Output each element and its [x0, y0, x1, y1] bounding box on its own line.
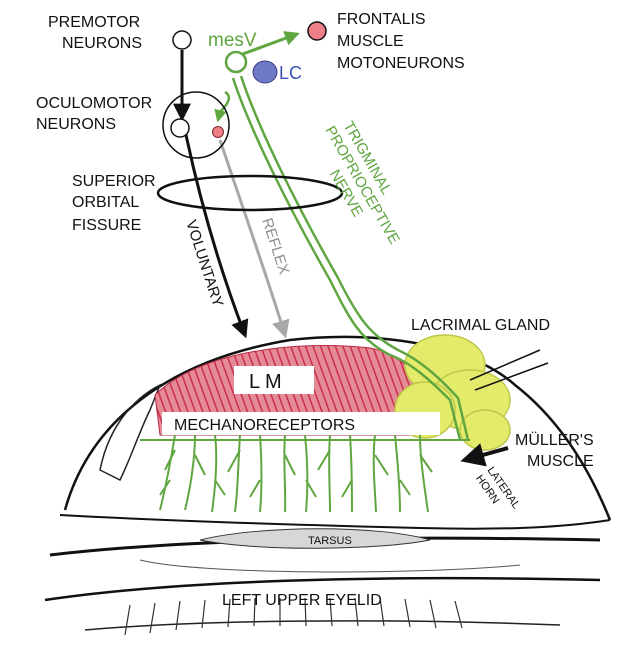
eyelid-label: LEFT UPPER EYELID [222, 592, 382, 609]
sof-label-2: ORBITAL [72, 194, 139, 211]
lc-node [253, 61, 277, 83]
mechanoreceptor-branches [140, 435, 470, 512]
lacrimal-label: LACRIMAL GLAND [411, 317, 550, 334]
premotor-label-1: PREMOTOR [48, 14, 140, 31]
frontalis-label-1: FRONTALIS [337, 11, 426, 28]
lm-label: L M [249, 371, 282, 393]
muller-label-2: MUSCLE [527, 453, 594, 470]
mesv-label: mesV [208, 30, 257, 51]
tarsus-label: TARSUS [308, 535, 352, 547]
sof-label-3: FISSURE [72, 217, 141, 234]
premotor-neuron [173, 31, 191, 49]
mesv-neuron [226, 52, 246, 72]
superior-orbital-fissure [158, 176, 342, 210]
sof-label-1: SUPERIOR [72, 173, 156, 190]
mechanoreceptors-label: MECHANORECEPTORS [174, 417, 355, 434]
frontalis-label-2: MUSCLE [337, 33, 404, 50]
frontalis-node [308, 22, 326, 40]
premotor-label-2: NEURONS [62, 35, 142, 52]
oculomotor-neuron [171, 119, 189, 137]
oculomotor-label-2: NEURONS [36, 116, 116, 133]
lc-label: LC [279, 63, 302, 83]
oculomotor-label-1: OCULOMOTOR [36, 95, 152, 112]
frontalis-label-3: MOTONEURONS [337, 55, 465, 72]
reflex-motoneuron [213, 127, 224, 138]
muller-label-1: MÜLLER'S [515, 431, 594, 449]
